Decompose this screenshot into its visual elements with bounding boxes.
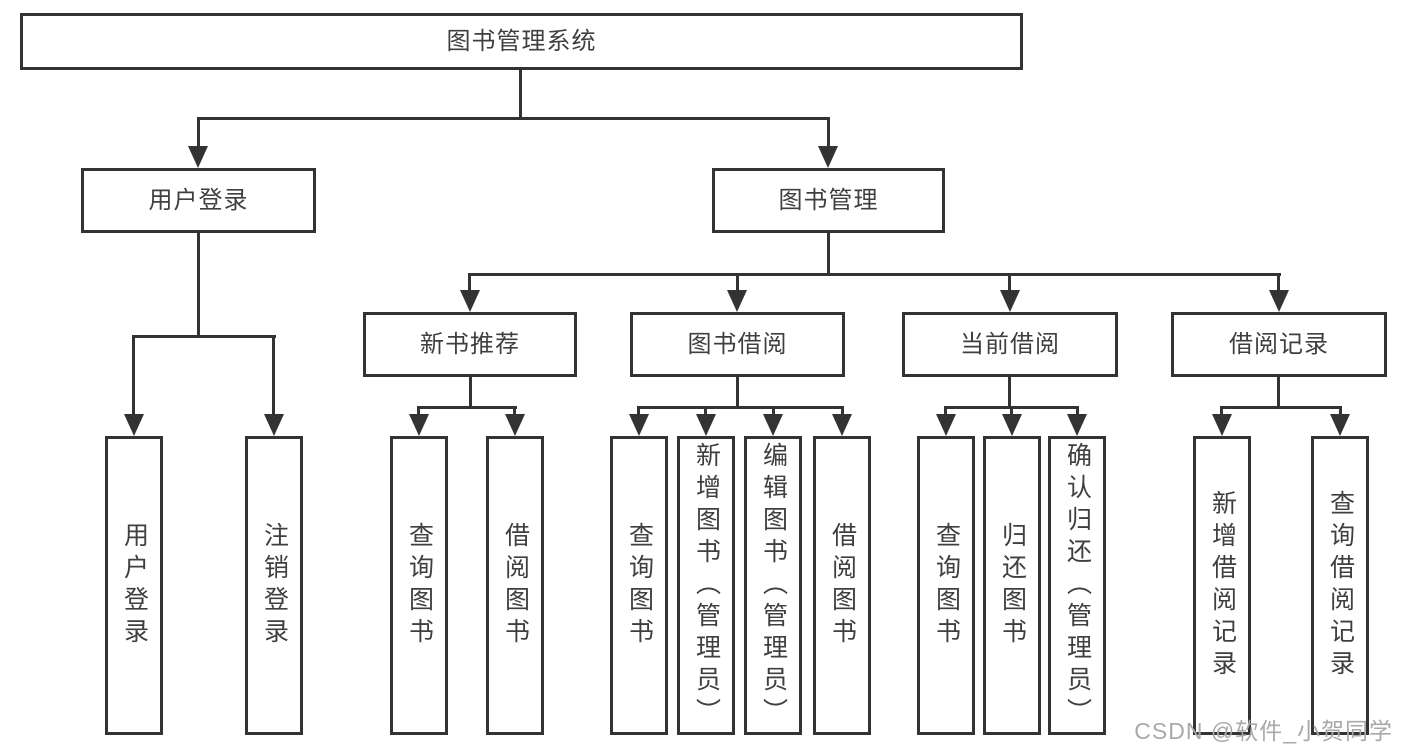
node-borrow-record: 借阅记录 bbox=[1171, 312, 1387, 377]
leaf-borrow-book: 借阅图书 bbox=[813, 436, 871, 735]
connector-root-to-user-login-stem bbox=[197, 117, 200, 150]
connector-root-hbar bbox=[197, 117, 830, 120]
leaf-add-borrow-record: 新增借阅记录 bbox=[1193, 436, 1251, 735]
arrow-to-logout-leaf bbox=[264, 414, 284, 436]
arrow-cb-return-book bbox=[1002, 414, 1022, 436]
connector-to-current-borrow-stem bbox=[1008, 273, 1011, 293]
arrow-bb-edit-book bbox=[763, 414, 783, 436]
leaf-logout: 注销登录 bbox=[245, 436, 303, 735]
connector-to-book-borrow-stem bbox=[736, 273, 739, 293]
node-book-borrow: 图书借阅 bbox=[630, 312, 845, 377]
connector-to-borrow-record-stem bbox=[1277, 273, 1280, 293]
arrow-to-current-borrow bbox=[1000, 290, 1020, 312]
connector-user-login-stem bbox=[197, 233, 200, 335]
arrow-br-query-record bbox=[1330, 414, 1350, 436]
connector-cb-leaf2-stem bbox=[1010, 406, 1013, 420]
node-new-book-recommend: 新书推荐 bbox=[363, 312, 577, 377]
leaf-add-book-admin: 新增图书（管理员） bbox=[677, 436, 735, 735]
connector-br-leaf1-stem bbox=[1220, 406, 1223, 420]
csdn-watermark: CSDN @软件_小贺同学 bbox=[1134, 718, 1393, 744]
connector-bb-leaf3-stem bbox=[772, 406, 775, 420]
connector-user-login-hbar bbox=[132, 335, 276, 338]
connector-nb-leaf2-stem bbox=[513, 406, 516, 420]
arrow-bb-add-book bbox=[696, 414, 716, 436]
connector-book-management-stem bbox=[827, 233, 830, 273]
arrow-to-new-book-recommend bbox=[460, 290, 480, 312]
connector-cb-leaf1-stem bbox=[944, 406, 947, 420]
arrow-bb-query-book bbox=[629, 414, 649, 436]
leaf-query-book-current: 查询图书 bbox=[917, 436, 975, 735]
arrow-cb-confirm-return bbox=[1067, 414, 1087, 436]
arrow-to-login-leaf bbox=[124, 414, 144, 436]
arrow-to-user-login bbox=[188, 146, 208, 168]
connector-borrow-record-stem2 bbox=[1277, 377, 1280, 406]
connector-new-book-stem bbox=[469, 377, 472, 406]
node-book-management: 图书管理 bbox=[712, 168, 945, 233]
leaf-query-book-recommend: 查询图书 bbox=[390, 436, 448, 735]
connector-new-book-hbar bbox=[417, 406, 517, 409]
connector-cb-leaf3-stem bbox=[1076, 406, 1079, 420]
arrow-to-book-management bbox=[818, 146, 838, 168]
arrow-to-borrow-record bbox=[1269, 290, 1289, 312]
arrow-nb-query-book bbox=[409, 414, 429, 436]
node-user-login: 用户登录 bbox=[81, 168, 316, 233]
leaf-edit-book-admin: 编辑图书（管理员） bbox=[744, 436, 802, 735]
leaf-query-book-borrow: 查询图书 bbox=[610, 436, 668, 735]
connector-br-leaf2-stem bbox=[1339, 406, 1342, 420]
leaf-borrow-book-recommend: 借阅图书 bbox=[486, 436, 544, 735]
connector-to-logout-leaf-stem bbox=[272, 335, 275, 416]
connector-bb-leaf4-stem bbox=[841, 406, 844, 420]
connector-current-borrow-stem2 bbox=[1008, 377, 1011, 406]
connector-bb-leaf2-stem bbox=[704, 406, 707, 420]
connector-borrow-record-hbar bbox=[1220, 406, 1342, 409]
connector-book-borrow-hbar bbox=[637, 406, 844, 409]
leaf-user-login: 用户登录 bbox=[105, 436, 163, 735]
leaf-return-book: 归还图书 bbox=[983, 436, 1041, 735]
connector-nb-leaf1-stem bbox=[417, 406, 420, 420]
node-current-borrow: 当前借阅 bbox=[902, 312, 1118, 377]
arrow-cb-query-book bbox=[936, 414, 956, 436]
connector-book-management-hbar bbox=[468, 273, 1281, 276]
connector-to-login-leaf-stem bbox=[132, 335, 135, 416]
arrow-nb-borrow-book bbox=[505, 414, 525, 436]
arrow-br-add-record bbox=[1212, 414, 1232, 436]
arrow-to-book-borrow bbox=[727, 290, 747, 312]
connector-root-stem bbox=[519, 70, 522, 117]
leaf-query-borrow-record: 查询借阅记录 bbox=[1311, 436, 1369, 735]
connector-bb-leaf1-stem bbox=[637, 406, 640, 420]
leaf-confirm-return-admin: 确认归还（管理员） bbox=[1048, 436, 1106, 735]
connector-book-borrow-stem2 bbox=[736, 377, 739, 406]
arrow-bb-borrow-book bbox=[832, 414, 852, 436]
node-library-management-system: 图书管理系统 bbox=[20, 13, 1023, 70]
connector-to-new-book-stem bbox=[468, 273, 471, 293]
connector-root-to-book-management-stem bbox=[827, 117, 830, 150]
